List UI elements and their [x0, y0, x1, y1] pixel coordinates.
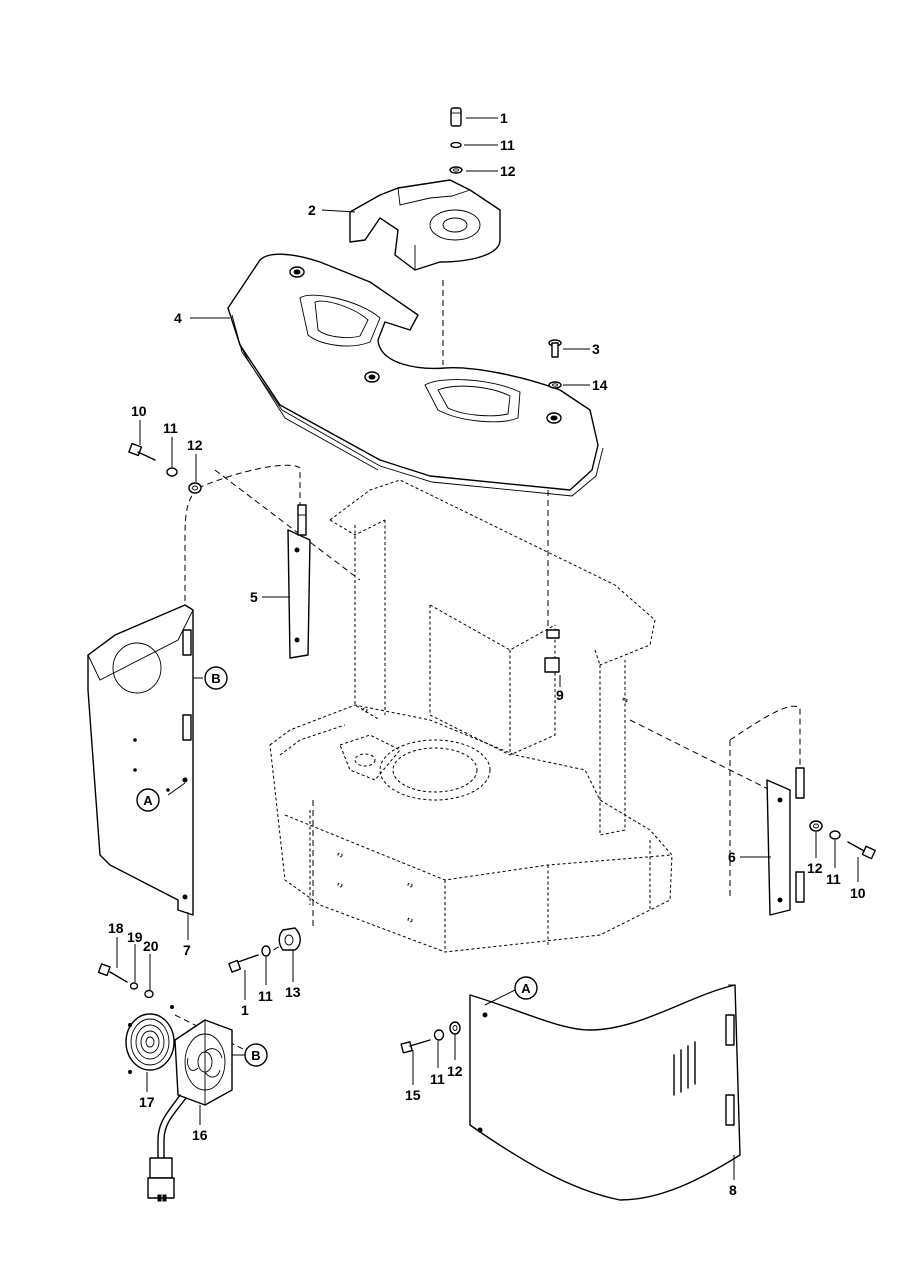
front-panel-part-8 — [469, 984, 741, 1201]
top-cover-part-4 — [227, 253, 604, 497]
callout-8: 8 — [729, 1182, 737, 1198]
callout-10-left: 10 — [131, 403, 147, 419]
callout-12-cover: 12 — [447, 1063, 463, 1079]
cover-bolt-stack — [400, 1021, 461, 1054]
callout-18: 18 — [108, 920, 124, 936]
ref-b-left-panel-label: B — [211, 671, 220, 686]
callout-11-left: 11 — [163, 420, 178, 436]
callout-labels: 1 11 12 2 4 3 14 10 11 12 5 9 6 12 11 10… — [108, 110, 866, 1198]
ref-a-cover — [514, 976, 538, 1000]
reference-markers: B A B A — [136, 666, 538, 1067]
callout-11-right: 11 — [826, 871, 841, 887]
lower-bolt-stack — [228, 927, 301, 973]
callout-10-right: 10 — [850, 885, 866, 901]
fan-screw-stack — [97, 963, 154, 999]
callout-11-top: 11 — [500, 137, 515, 153]
callout-12-right: 12 — [807, 860, 823, 876]
ref-b-fan-label: B — [251, 1048, 260, 1063]
ref-b-left-panel — [204, 666, 228, 690]
fan-guard-part-17 — [125, 1005, 175, 1074]
top-bolt-stack — [449, 107, 463, 174]
callout-15: 15 — [405, 1087, 421, 1103]
callout-16: 16 — [192, 1127, 208, 1143]
callout-13: 13 — [285, 984, 301, 1000]
callout-11-cover: 11 — [430, 1071, 445, 1087]
callout-17: 17 — [139, 1094, 155, 1110]
callout-12-left: 12 — [187, 437, 203, 453]
callout-2: 2 — [308, 202, 316, 218]
callout-19: 19 — [127, 929, 143, 945]
callout-1-top: 1 — [500, 110, 508, 126]
left-panel-part-7 — [87, 604, 194, 916]
callout-12-top: 12 — [500, 163, 516, 179]
screw-part-3 — [548, 339, 562, 389]
nut-part-9 — [544, 629, 560, 673]
holder-part-2 — [349, 179, 501, 271]
ref-b-fan — [244, 1043, 268, 1067]
main-frame — [269, 479, 673, 953]
fan-part-16 — [147, 1019, 233, 1202]
callout-1-bottom: 1 — [241, 1002, 249, 1018]
right-bolt-stack — [809, 820, 876, 860]
callout-9: 9 — [556, 687, 564, 703]
callout-20: 20 — [143, 938, 159, 954]
leader-lines — [116, 117, 859, 1180]
left-bolt-stack — [128, 442, 202, 494]
ref-a-cover-label: A — [521, 981, 531, 996]
ref-a-left-panel-label: A — [143, 793, 153, 808]
ref-a-left-panel — [136, 788, 160, 812]
hinge-part-5 — [287, 504, 311, 659]
callout-4: 4 — [174, 310, 182, 326]
callout-3: 3 — [592, 341, 600, 357]
callout-6: 6 — [728, 849, 736, 865]
callout-7: 7 — [183, 942, 191, 958]
callout-5: 5 — [250, 589, 258, 605]
callout-14: 14 — [592, 377, 608, 393]
assembly-lines — [174, 280, 801, 1051]
callout-11-bottom: 11 — [258, 988, 273, 1004]
hinge-part-6 — [766, 767, 805, 916]
